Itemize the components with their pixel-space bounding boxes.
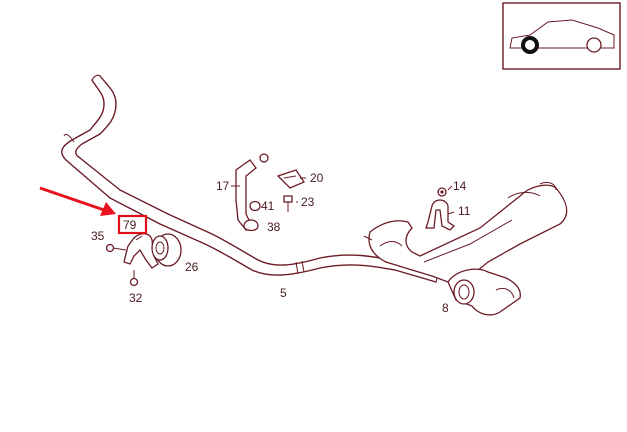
part-label-20[interactable]: 20: [310, 171, 324, 185]
part-label-17[interactable]: 17: [216, 179, 230, 193]
part-label-5[interactable]: 5: [280, 286, 287, 300]
vehicle-thumbnail: [502, 2, 621, 70]
part-label-79[interactable]: 79: [123, 218, 137, 232]
part-label-11[interactable]: 11: [458, 204, 471, 218]
highlighted-part-79[interactable]: 79: [117, 214, 148, 235]
part-label-8[interactable]: 8: [442, 301, 449, 315]
part-label-35[interactable]: 35: [91, 229, 105, 243]
part-label-23[interactable]: 23: [301, 195, 315, 209]
highlight-box: [117, 214, 148, 235]
part-label-32[interactable]: 32: [129, 291, 143, 305]
bracket-17: [235, 153, 305, 232]
pointer-arrow: [39, 186, 116, 216]
clamp-11: [425, 187, 456, 231]
part-label-38[interactable]: 38: [267, 220, 281, 234]
leader-lines: [231, 177, 455, 215]
clamp-79-assembly: [105, 233, 182, 287]
part-label-26[interactable]: 26: [185, 260, 199, 274]
control-arm: [363, 181, 568, 316]
part-label-14[interactable]: 14: [453, 179, 467, 193]
part-label-41[interactable]: 41: [261, 199, 275, 213]
car-side-icon: [509, 19, 615, 49]
